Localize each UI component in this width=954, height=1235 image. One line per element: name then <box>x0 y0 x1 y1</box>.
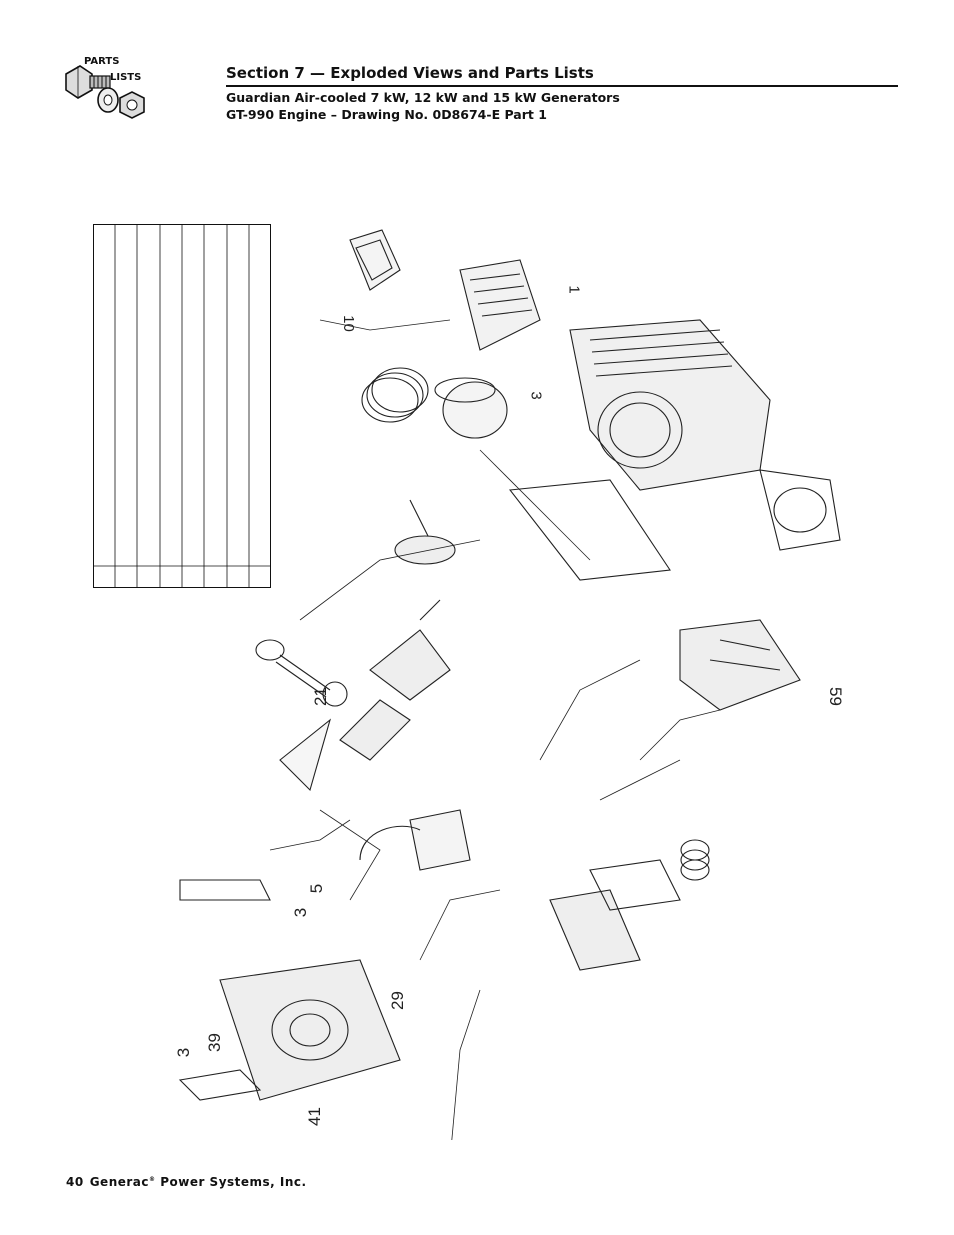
section-title: Section 7 — Exploded Views and Parts Lis… <box>226 64 594 82</box>
exploded-view-drawing <box>120 200 880 1161</box>
valve-cover-part <box>549 859 681 971</box>
head-gasket-part <box>759 469 841 551</box>
callout-3-bottom: 3 <box>174 1047 194 1058</box>
callout-10: 10 <box>339 315 357 332</box>
company-name-rest: Power Systems, Inc. <box>155 1175 307 1189</box>
breather-part <box>359 809 471 871</box>
subtitle-generators: Guardian Air-cooled 7 kW, 12 kW and 15 k… <box>226 90 620 105</box>
nut-and-bolt-icon <box>65 65 145 119</box>
parts-lists-logo: PARTS LISTS <box>58 52 158 132</box>
page-number: 40 <box>66 1175 84 1189</box>
camshaft-part <box>394 499 456 565</box>
cylinder-head-right-part <box>679 619 801 711</box>
callout-21: 21 <box>310 687 330 706</box>
logo-text-parts: PARTS <box>84 56 120 67</box>
piston-part <box>434 377 508 439</box>
page-footer: 40 Generac® Power Systems, Inc. <box>66 1175 307 1189</box>
header-rule <box>226 85 898 87</box>
piston-rings-part <box>361 367 429 423</box>
callout-41: 41 <box>304 1107 324 1126</box>
callout-1: 1 <box>565 285 583 294</box>
callout-29: 29 <box>387 991 407 1010</box>
callout-39: 39 <box>204 1033 224 1052</box>
callout-59: 59 <box>825 687 845 706</box>
callout-3-top: 3 <box>527 391 545 400</box>
registered-mark: ® <box>149 1176 156 1183</box>
engine-block-part <box>569 319 771 491</box>
dipstick-tube-part <box>179 879 271 901</box>
cylinder-head-part <box>459 259 541 351</box>
subtitle-engine: GT-990 Engine – Drawing No. 0D8674-E Par… <box>226 107 547 122</box>
crankcase-cover-part <box>219 959 401 1101</box>
valve-spring-part <box>680 839 710 881</box>
callout-3-mid: 3 <box>291 907 311 918</box>
crankcase-gasket-part <box>508 479 671 581</box>
oil-drain-part <box>178 1069 262 1101</box>
crankshaft-part <box>279 599 451 792</box>
callout-5: 5 <box>307 883 327 894</box>
page-header: Section 7 — Exploded Views and Parts Lis… <box>226 64 898 88</box>
logo-text-lists: LISTS <box>110 72 142 83</box>
connecting-rod-part <box>255 639 348 707</box>
company-name: Generac <box>89 1175 150 1189</box>
parts-table <box>93 224 271 588</box>
head-cover-part <box>349 229 401 291</box>
